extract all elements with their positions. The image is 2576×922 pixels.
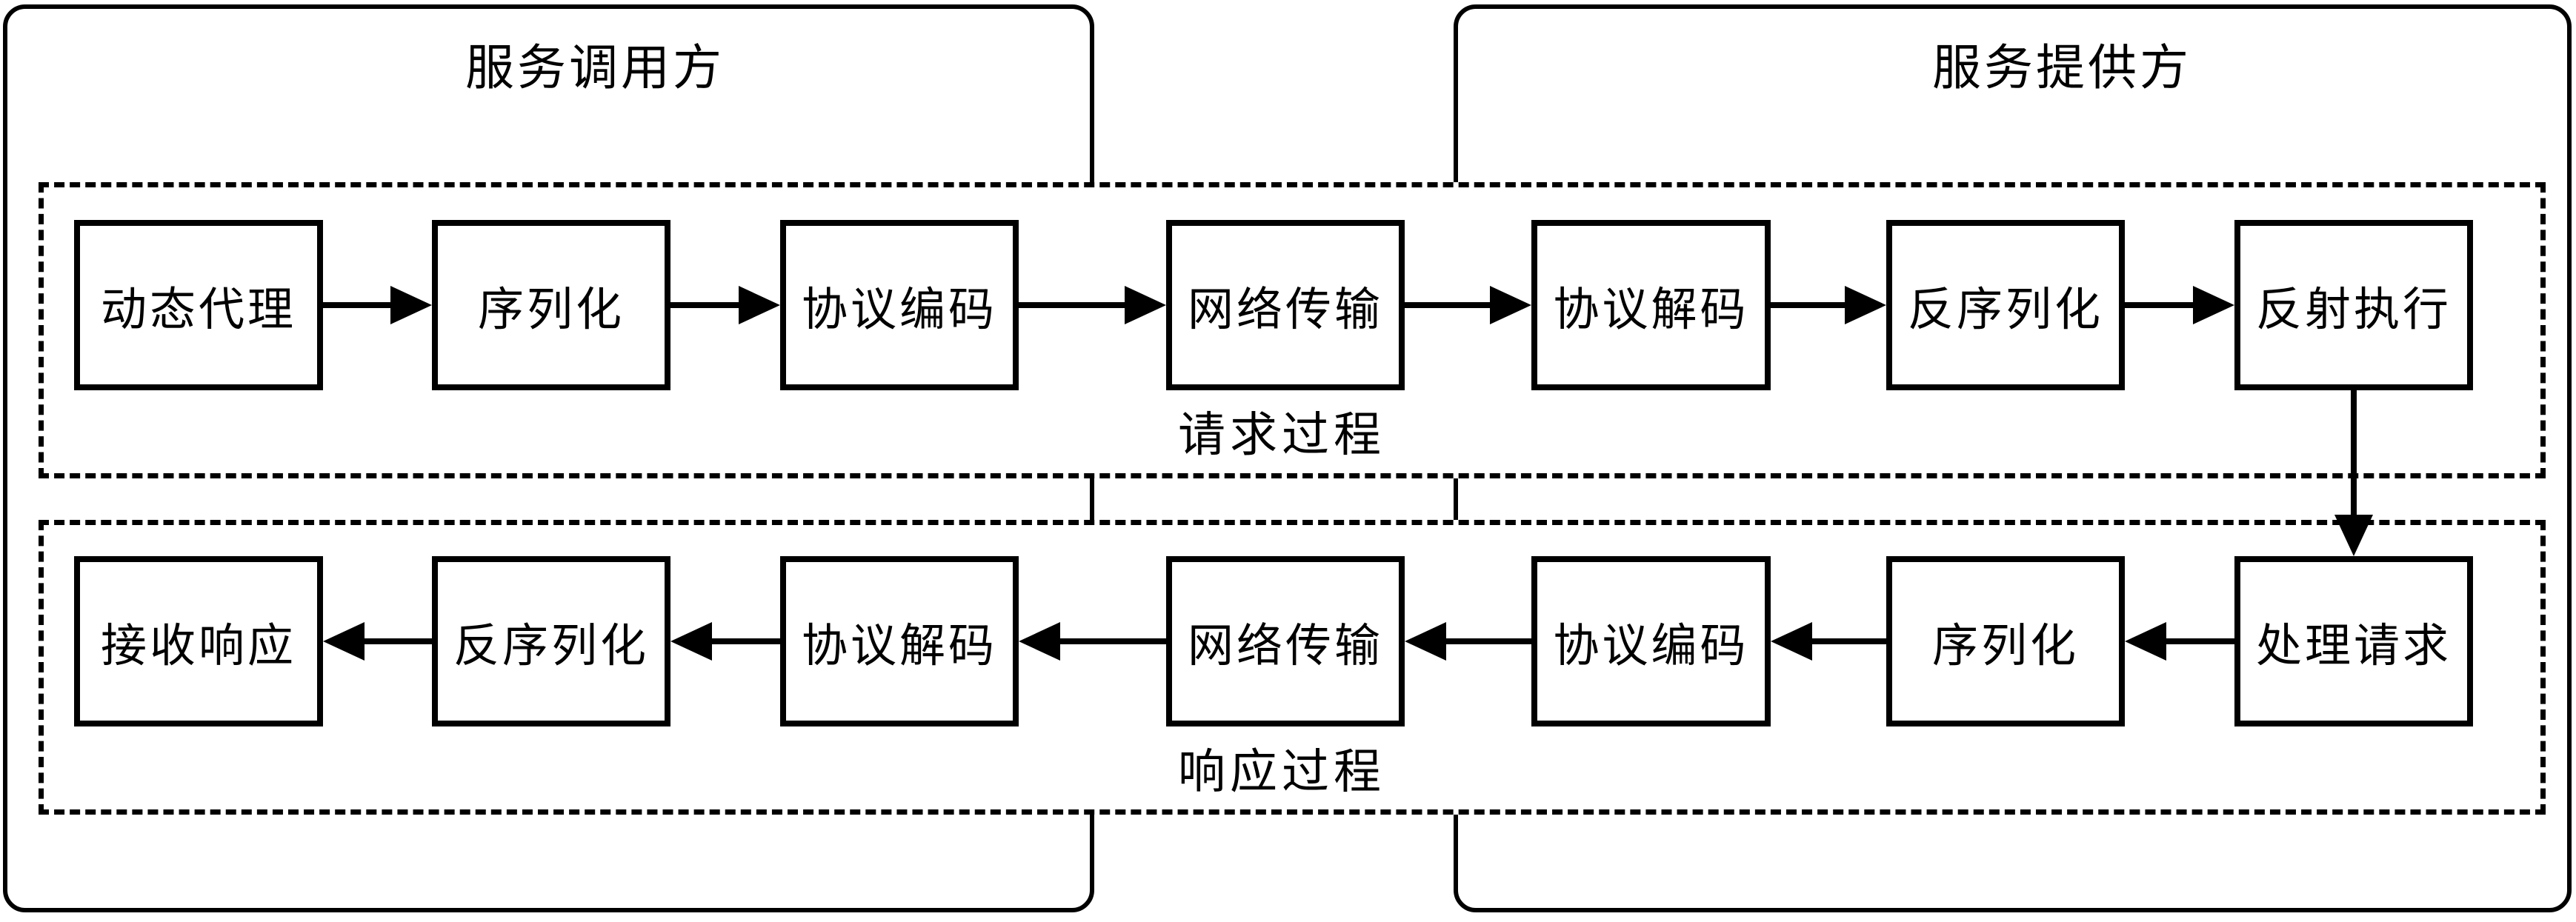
node-dynamic-proxy: 动态代理 bbox=[74, 220, 323, 390]
node-request-network-transfer: 网络传输 bbox=[1166, 220, 1405, 390]
node-response-protocol-encode: 协议编码 bbox=[1531, 556, 1771, 726]
node-request-deserialization: 反序列化 bbox=[1886, 220, 2125, 390]
node-response-network-transfer: 网络传输 bbox=[1166, 556, 1405, 726]
node-request-protocol-encode: 协议编码 bbox=[780, 220, 1019, 390]
node-response-protocol-decode: 协议解码 bbox=[780, 556, 1019, 726]
node-response-deserialization: 反序列化 bbox=[432, 556, 670, 726]
node-request-protocol-decode: 协议解码 bbox=[1531, 220, 1771, 390]
request-process-label: 请求过程 bbox=[1178, 409, 1385, 461]
node-handle-request: 处理请求 bbox=[2234, 556, 2473, 726]
node-receive-response: 接收响应 bbox=[74, 556, 323, 726]
node-reflective-invoke: 反射执行 bbox=[2234, 220, 2473, 390]
service-provider-title: 服务提供方 bbox=[1932, 41, 2191, 96]
response-process-label: 响应过程 bbox=[1178, 746, 1385, 798]
node-response-serialization: 序列化 bbox=[1886, 556, 2125, 726]
service-caller-title: 服务调用方 bbox=[465, 41, 725, 96]
node-request-serialization: 序列化 bbox=[432, 220, 670, 390]
